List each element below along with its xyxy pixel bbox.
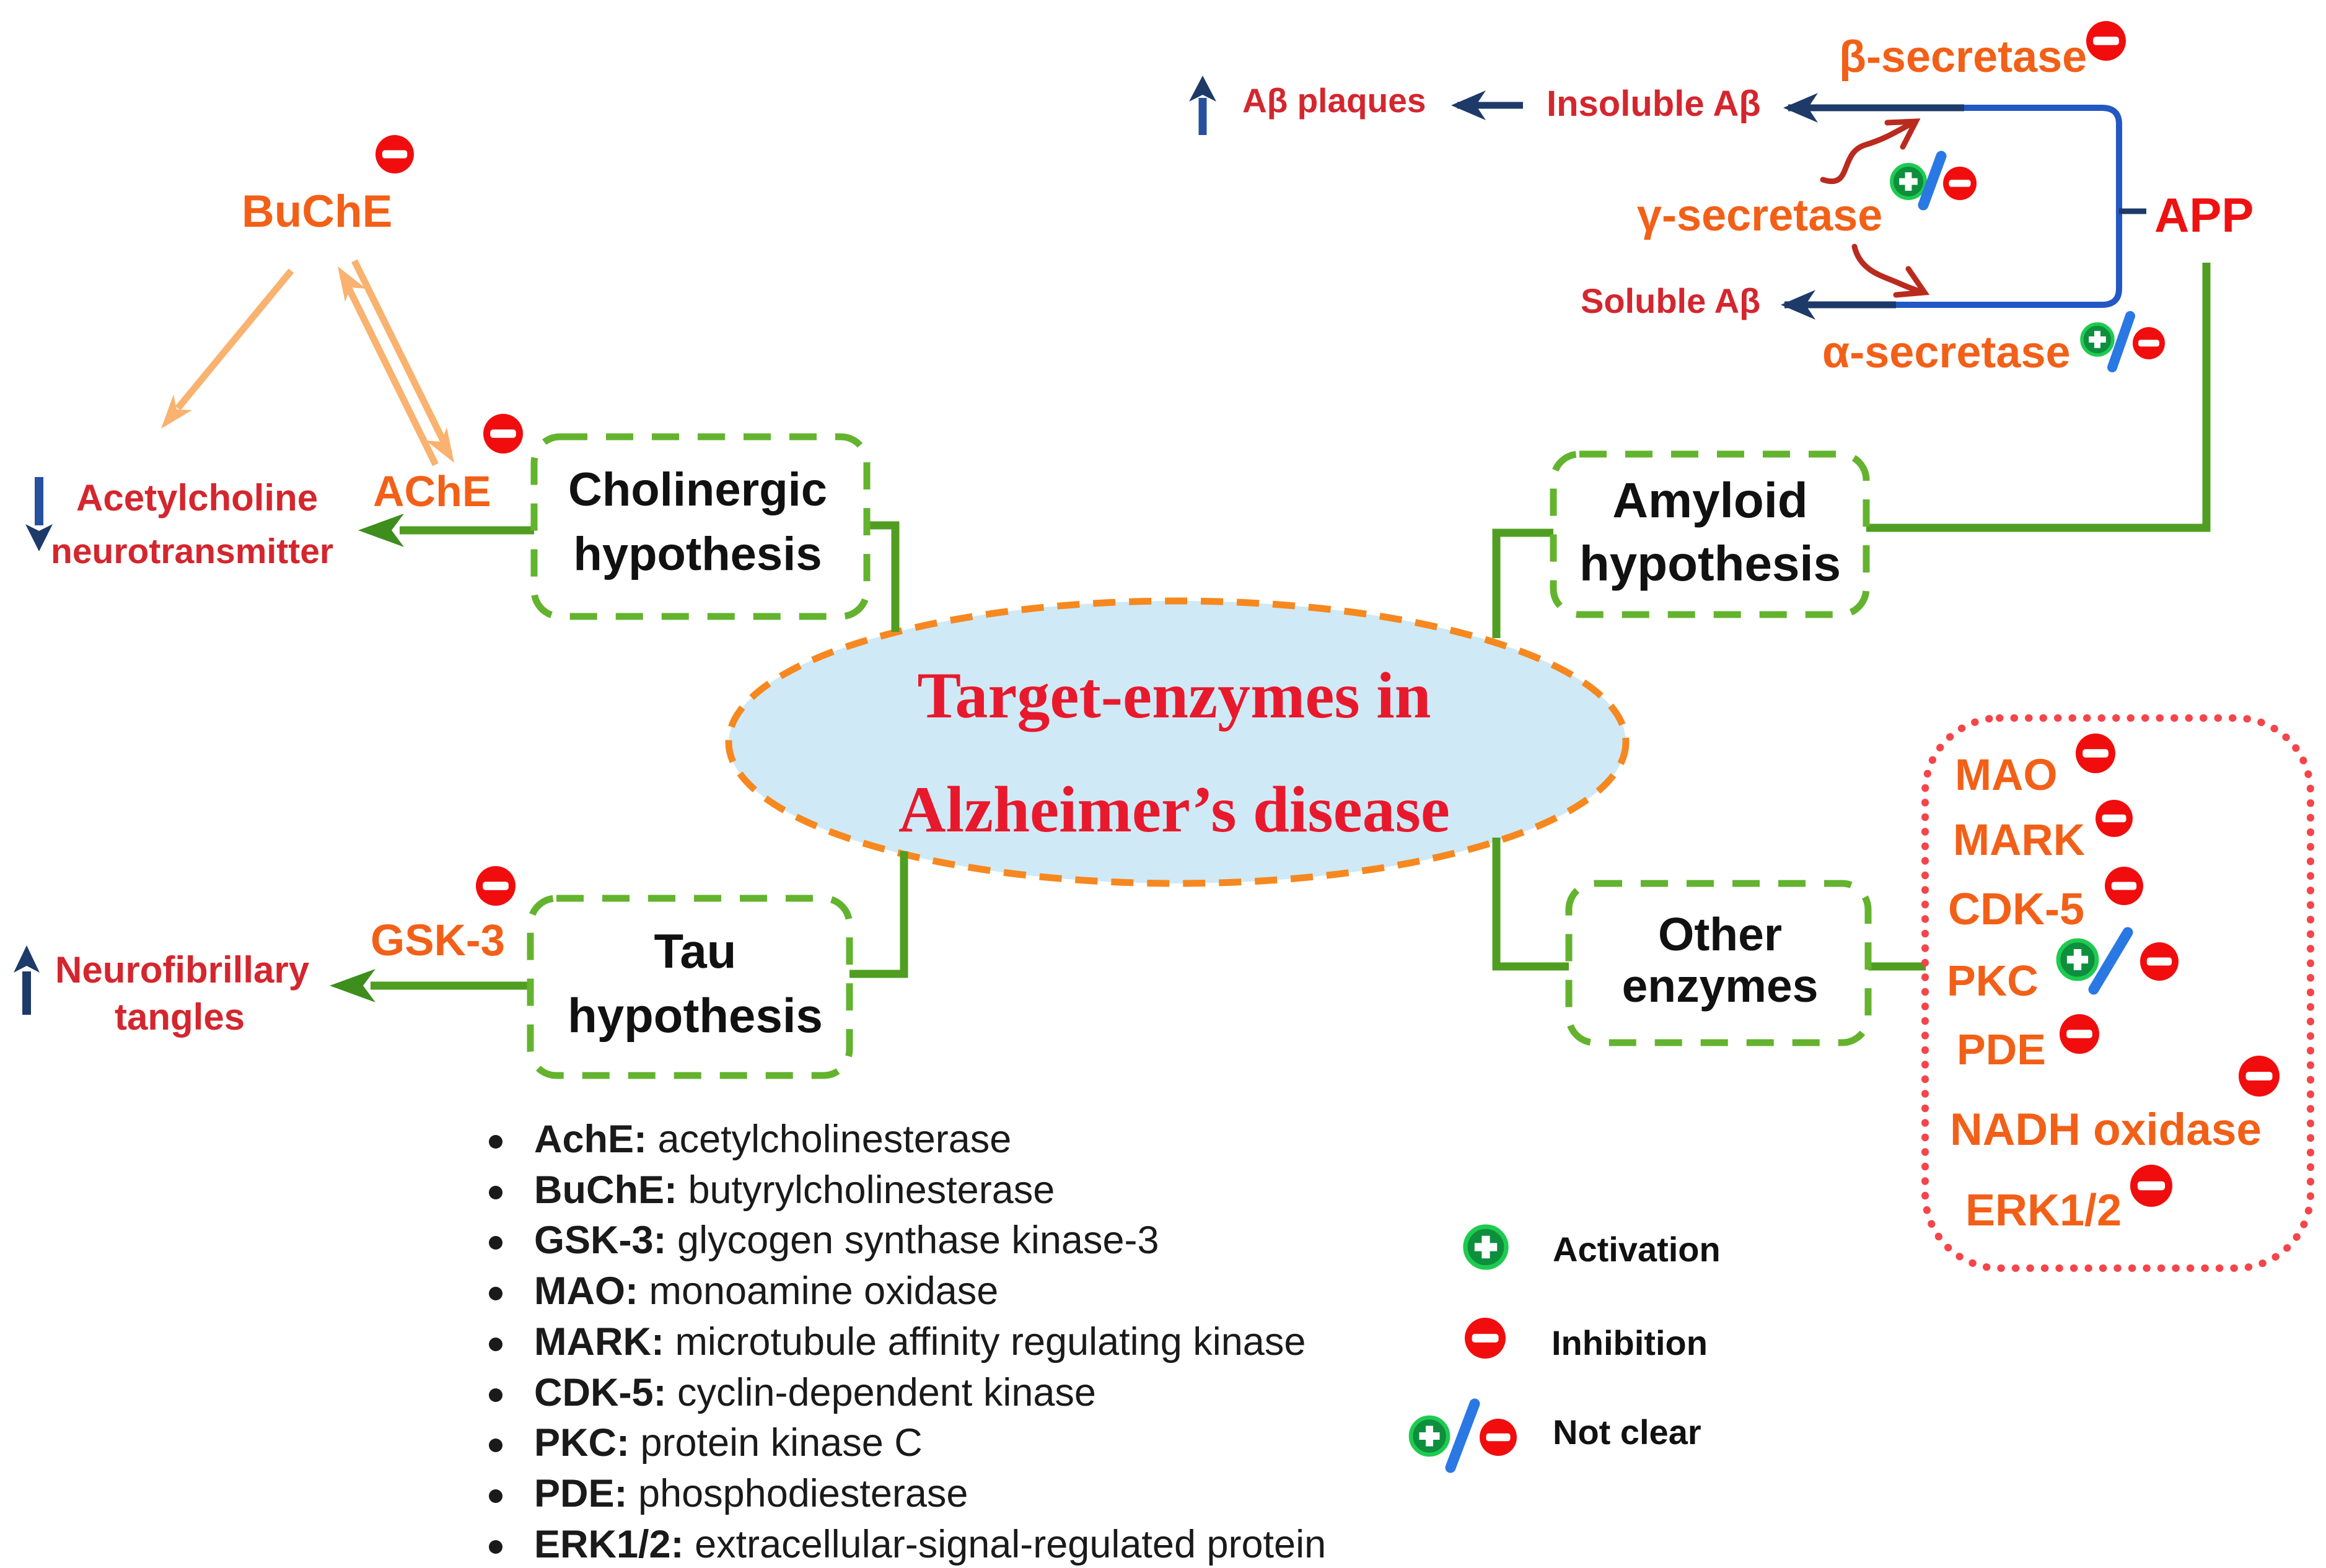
svg-text:Insoluble Aβ: Insoluble Aβ [1547,84,1761,124]
svg-text:ERK1/2: extracellular-signal-r: ERK1/2: extracellular-signal-regulated p… [534,1523,1326,1566]
svg-text:NADH oxidase: NADH oxidase [1950,1105,2262,1155]
svg-text:PKC: PKC [1947,957,2039,1005]
svg-text:APP: APP [2154,188,2254,242]
svg-text:hypothesis: hypothesis [1579,536,1841,591]
svg-text:PDE: PDE [1957,1025,2046,1074]
svg-text:Activation: Activation [1553,1230,1721,1269]
svg-text:GSK-3: GSK-3 [371,916,505,965]
svg-text:BuChE: butyrylcholinesterase: BuChE: butyrylcholinesterase [534,1168,1055,1212]
svg-text:Amyloid: Amyloid [1612,473,1808,528]
svg-text:Inhibition: Inhibition [1551,1323,1708,1362]
svg-text:ERK1/2: ERK1/2 [1965,1186,2122,1235]
svg-text:CDK-5: CDK-5 [1948,885,2084,934]
svg-text:Aβ plaques: Aβ plaques [1242,81,1426,120]
svg-text:AchE: acetylcholinesterase: AchE: acetylcholinesterase [534,1118,1011,1161]
svg-text:hypothesis: hypothesis [568,988,823,1043]
svg-text:MAO: MAO [1955,751,2058,800]
svg-text:BuChE: BuChE [242,186,392,237]
svg-text:tangles: tangles [115,996,245,1038]
svg-text:PDE: phosphodiesterase: PDE: phosphodiesterase [534,1472,968,1515]
svg-text:MAO: monoamine oxidase: MAO: monoamine oxidase [534,1269,998,1313]
svg-text:Soluble Aβ: Soluble Aβ [1581,281,1760,320]
svg-text:neurotransmitter: neurotransmitter [51,532,333,571]
svg-text:enzymes: enzymes [1622,960,1819,1012]
svg-text:γ-secretase: γ-secretase [1637,191,1882,240]
svg-text:CDK-5: cyclin-dependent kinase: CDK-5: cyclin-dependent kinase [534,1371,1096,1414]
svg-text:Alzheimer’s disease: Alzheimer’s disease [898,773,1450,846]
svg-text:GSK-3: glycogen synthase kinas: GSK-3: glycogen synthase kinase-3 [534,1219,1159,1262]
svg-text:Other: Other [1658,908,1782,960]
svg-text:hypothesis: hypothesis [573,528,822,580]
svg-text:Neurofibrillary: Neurofibrillary [55,949,310,991]
svg-text:MARK: MARK [1953,816,2085,865]
svg-text:Tau: Tau [654,924,737,978]
svg-text:PKC: protein kinase C: PKC: protein kinase C [534,1421,923,1465]
svg-text:α-secretase: α-secretase [1822,328,2071,377]
svg-text:β-secretase: β-secretase [1839,32,2087,82]
svg-text:Not clear: Not clear [1553,1413,1701,1452]
svg-text:Acetylcholine: Acetylcholine [76,477,318,519]
svg-text:Cholinergic: Cholinergic [568,463,827,516]
svg-text:MARK: microtubule affinity reg: MARK: microtubule affinity regulating ki… [534,1320,1306,1364]
svg-text:AChE: AChE [373,467,491,515]
svg-text:Target-enzymes in: Target-enzymes in [917,659,1431,732]
